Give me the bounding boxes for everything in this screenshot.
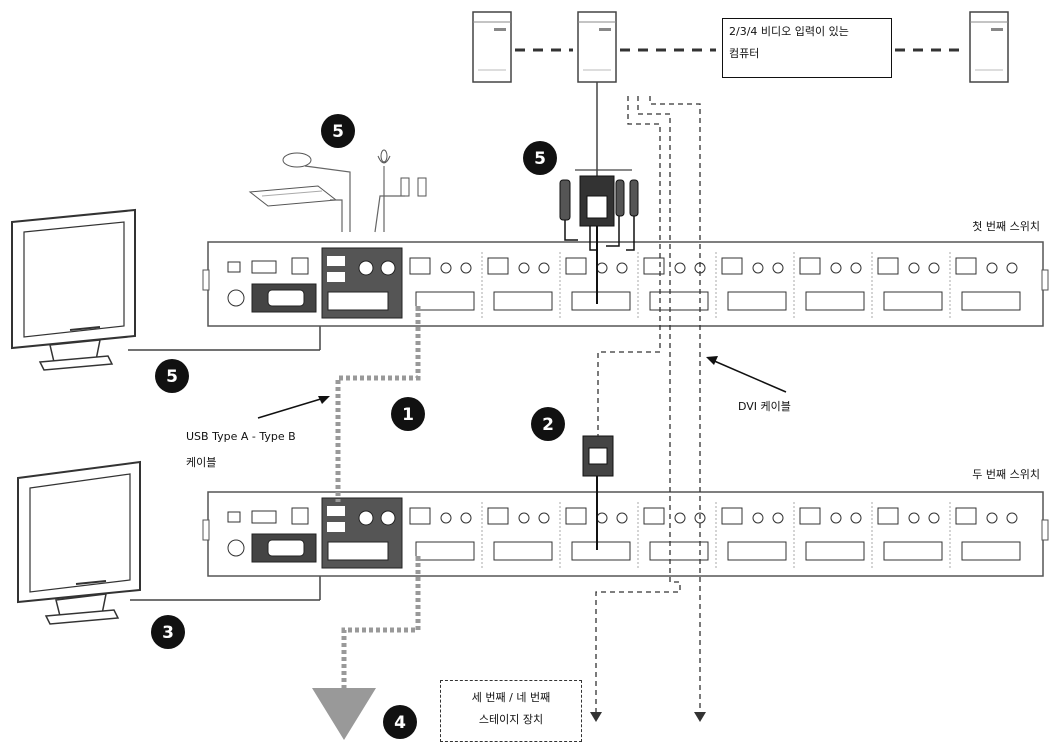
keyboard-icon xyxy=(248,185,338,207)
step-badge-5-connectors: 5 xyxy=(523,141,557,175)
computer-callout-line2: 컴퓨터 xyxy=(729,47,760,60)
svg-text:5: 5 xyxy=(166,367,178,387)
step-badge-1: 1 xyxy=(391,397,425,431)
svg-text:4: 4 xyxy=(394,713,406,733)
dvi-cable-pointer xyxy=(706,356,787,393)
step-badge-2: 2 xyxy=(531,407,565,441)
down-arrow-icon xyxy=(312,688,376,740)
svg-text:5: 5 xyxy=(534,149,546,169)
dvi-connector xyxy=(582,435,614,550)
monitor-2 xyxy=(17,460,141,625)
dvi-arrow-head-2 xyxy=(694,712,706,722)
speakers-icon xyxy=(400,177,427,197)
microphone-icon xyxy=(377,149,391,180)
svg-text:3: 3 xyxy=(162,623,174,643)
step-badge-3: 3 xyxy=(151,615,185,649)
svg-text:2: 2 xyxy=(542,415,554,435)
svg-text:5: 5 xyxy=(332,122,344,142)
kvm-cable-connectors xyxy=(559,175,639,304)
peripheral-cables xyxy=(304,165,405,233)
monitor-1 xyxy=(11,208,136,371)
usb-cable-pointer xyxy=(257,396,330,419)
first-switch xyxy=(202,241,1049,327)
step-badge-4: 4 xyxy=(383,705,417,739)
usb-cables xyxy=(335,306,421,690)
computer-2 xyxy=(577,11,617,83)
step-badge-5-peripherals: 5 xyxy=(321,114,355,148)
usb-cable-label-line2: 케이블 xyxy=(186,456,216,469)
first-switch-label: 첫 번째 스위치 xyxy=(972,220,1040,233)
mouse-icon xyxy=(282,152,312,168)
step-badge-5-monitor: 5 xyxy=(155,359,189,393)
second-switch-label: 두 번째 스위치 xyxy=(972,468,1040,481)
computer-callout-line1: 2/3/4 비디오 입력이 있는 xyxy=(729,25,849,38)
dvi-cables xyxy=(595,96,701,712)
second-switch xyxy=(202,491,1049,577)
computer-1 xyxy=(472,11,512,83)
cascade-callout-line1: 세 번째 / 네 번째 xyxy=(471,691,551,704)
computer-3 xyxy=(969,11,1009,83)
dvi-arrow-head-1 xyxy=(590,712,602,722)
dvi-cable-label: DVI 케이블 xyxy=(738,400,791,413)
usb-cable-label-line1: USB Type A - Type B xyxy=(186,430,296,443)
svg-text:1: 1 xyxy=(402,405,414,425)
computer-callout: 2/3/4 비디오 입력이 있는 컴퓨터 xyxy=(722,18,892,78)
cascade-device-callout: 세 번째 / 네 번째 스테이지 장치 xyxy=(440,680,582,742)
cascade-callout-line2: 스테이지 장치 xyxy=(478,713,544,726)
